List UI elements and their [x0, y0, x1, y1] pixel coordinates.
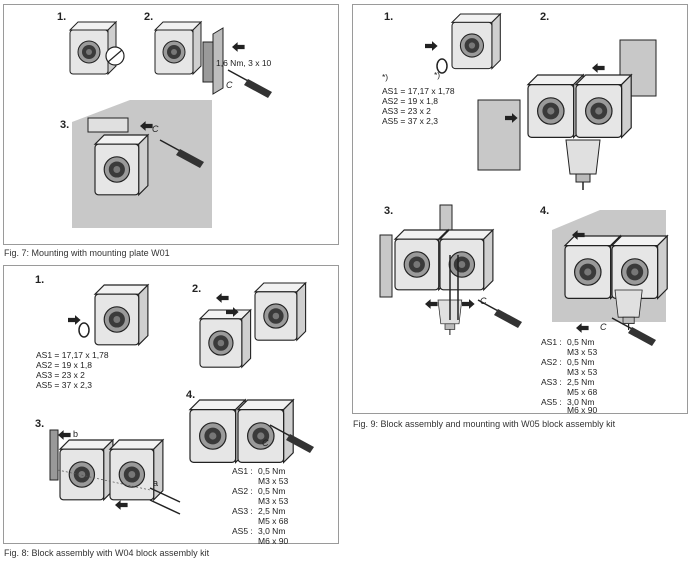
fig8-screw-as2-screw: M3 x 53 [258, 496, 289, 506]
fig8-step4-assembly-illustration [189, 399, 294, 463]
fig9-step-3: 3. [384, 205, 393, 217]
fig9-tool-symbol: C [600, 322, 607, 332]
arrow-icon [232, 42, 245, 52]
fig9-caption: Fig. 9: Block assembly and mounting with… [353, 419, 616, 429]
arrow-icon [115, 500, 128, 510]
fig9-seal-as1: AS1 = 17,17 x 1,78 [382, 86, 455, 96]
fig7-step3-wall-illustration [72, 100, 212, 228]
fig9-footnote-mark-ring: *) [434, 70, 440, 80]
fig8-screw-as5-screw: M6 x 90 [258, 536, 289, 546]
arrow-icon [58, 430, 71, 440]
arrow-icon [462, 299, 475, 309]
fig9-step3-assembly-illustration [379, 204, 494, 336]
fig9-screw-as2-size: AS2 : [541, 357, 562, 367]
fig8-step-1: 1. [35, 274, 44, 286]
fig9-screw-as5-size: AS5 : [541, 397, 562, 407]
fig7-step1-unit-illustration [69, 21, 125, 75]
arrow-icon [425, 299, 438, 309]
fig8-screw-as3-torque: 2,5 Nm [258, 506, 285, 516]
fig9-step2-assembly-illustration [477, 39, 657, 191]
fig9-screw-as1-size: AS1 : [541, 337, 562, 347]
fig9-step3-tool-symbol: C [480, 296, 487, 306]
fig8-screw-as1-size: AS1 : [232, 466, 253, 476]
fig9-screw-as1-screw: M3 x 53 [567, 347, 598, 357]
fig8-seal-as2: AS2 = 19 x 1,8 [36, 360, 92, 370]
fig9-screw-as3-torque: 2,5 Nm [567, 377, 594, 387]
fig9-screw-as5-torque: 3,0 Nm [567, 397, 594, 407]
fig8-screw-as3-screw: M5 x 68 [258, 516, 289, 526]
fig8-screw-as2-size: AS2 : [232, 486, 253, 496]
fig8-screw-as3-size: AS3 : [232, 506, 253, 516]
fig9-seal-as5: AS5 = 37 x 2,3 [382, 116, 438, 126]
fig8-screw-as5-size: AS5 : [232, 526, 253, 536]
fig8-seal-as5: AS5 = 37 x 2,3 [36, 380, 92, 390]
fig9-seal-as3: AS3 = 23 x 2 [382, 106, 431, 116]
fig8-step3-assembly-illustration [49, 429, 181, 515]
fig7-caption: Fig. 7: Mounting with mounting plate W01 [4, 248, 170, 258]
fig8-screw-as1-screw: M3 x 53 [258, 476, 289, 486]
fig7-step-2: 2. [144, 11, 153, 23]
fig8-seal-as3: AS3 = 23 x 2 [36, 370, 85, 380]
fig9-screw-as3-screw: M5 x 68 [567, 387, 598, 397]
arrow-icon [592, 63, 605, 73]
fig8-step2-left-unit-illustration [199, 309, 252, 368]
fig8-label-a: a [153, 478, 158, 488]
fig8-tool-symbol: C [262, 438, 269, 448]
arrow-icon [425, 41, 438, 51]
fig8-step-3: 3. [35, 418, 44, 430]
fig8-screw-as5-torque: 3,0 Nm [258, 526, 285, 536]
fig7-tool-symbol: C [226, 80, 233, 90]
arrow-icon [576, 323, 589, 333]
fig8-step2-right-unit-illustration [254, 282, 307, 341]
fig9-step-2: 2. [540, 11, 549, 23]
fig8-step-2: 2. [192, 283, 201, 295]
arrow-icon [68, 315, 81, 325]
fig9-screw-as2-screw: M3 x 53 [567, 367, 598, 377]
fig9-step1-unit-illustration [451, 13, 501, 70]
fig8-seal-as1: AS1 = 17,17 x 1,78 [36, 350, 109, 360]
screwdriver-icon [227, 69, 273, 99]
fig8-screw-as1-torque: 0,5 Nm [258, 466, 285, 476]
fig8-caption: Fig. 8: Block assembly with W04 block as… [4, 548, 210, 558]
fig7-step-1: 1. [57, 11, 66, 23]
ring-icon [78, 322, 90, 338]
fig7-step3-tool-symbol: C [152, 124, 159, 134]
fig9-screw-as1-torque: 0,5 Nm [567, 337, 594, 347]
fig9-footnote-mark: *) [382, 72, 388, 82]
fig9-screw-as3-size: AS3 : [541, 377, 562, 387]
fig8-step-4: 4. [186, 389, 195, 401]
fig9-screw-as5-screw: M6 x 90 [567, 405, 598, 415]
fig9-step4-wall-illustration [552, 210, 668, 331]
fig7-torque: 1,6 Nm, 3 x 10 [216, 58, 272, 68]
fig7-step2-unit-illustration [154, 21, 224, 95]
fig7-step-3: 3. [60, 119, 69, 131]
fig9-step-1: 1. [384, 11, 393, 23]
fig8-screw-as2-torque: 0,5 Nm [258, 486, 285, 496]
fig9-step-4: 4. [540, 205, 549, 217]
fig9-seal-as2: AS2 = 19 x 1,8 [382, 96, 438, 106]
fig8-label-b: b [73, 429, 78, 439]
fig8-step1-unit-illustration [94, 284, 149, 346]
arrow-icon [216, 293, 229, 303]
fig9-screw-as2-torque: 0,5 Nm [567, 357, 594, 367]
